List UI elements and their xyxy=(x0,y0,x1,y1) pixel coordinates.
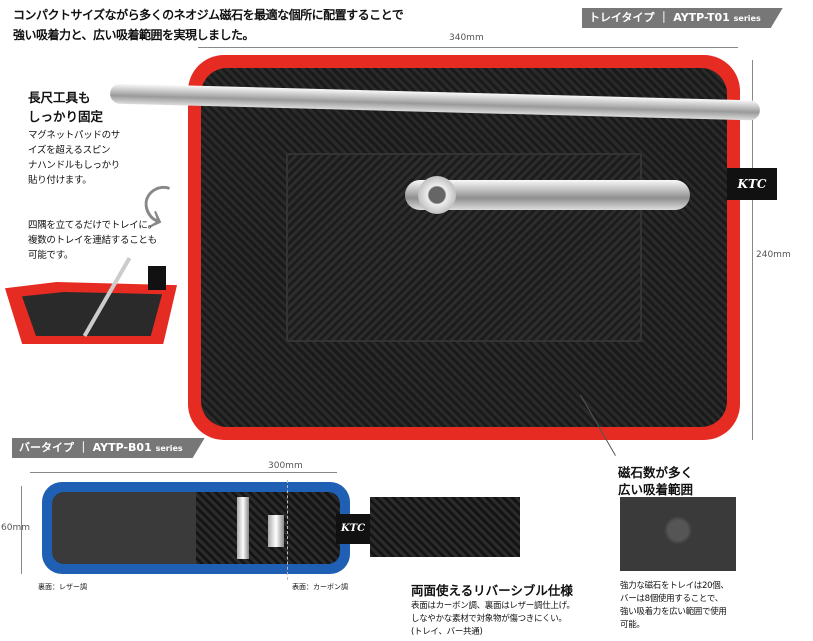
ktc-logo-tag: KTC xyxy=(727,168,777,200)
bar-width-label: 300mm xyxy=(268,461,303,471)
tray-product-image xyxy=(188,55,740,440)
bar-height-label: 60mm xyxy=(1,523,30,533)
socket-long-image xyxy=(237,497,249,559)
tray-mode-text: 四隅を立てるだけでトレイに。複数のトレイを連結することも可能です。 xyxy=(28,220,157,261)
tray-height-line xyxy=(752,60,753,440)
socket-short-image xyxy=(268,515,284,547)
long-tool-callout: 長尺工具も しっかり固定 マグネットパッドのサイズを超えるスピンナハンドルもしっ… xyxy=(28,90,121,186)
bar-product-image xyxy=(42,482,350,574)
bar-type-tag: バータイプ ｜ AYTP-B01 series xyxy=(12,438,205,458)
magnet-closeup-image xyxy=(620,497,736,571)
magnets-callout: 磁石数が多く 広い吸着範囲 xyxy=(618,465,694,497)
bar-width-line xyxy=(30,472,337,473)
bar-ktc-tag: KTC xyxy=(336,514,370,544)
tray-type-tag: トレイタイプ ｜ AYTP-T01 series xyxy=(582,8,783,28)
ratchet-head xyxy=(418,176,456,214)
tray-height-label: 240mm xyxy=(756,250,791,260)
bar-height-line xyxy=(21,486,22,574)
back-side-label: 裏面：レザー調 xyxy=(38,583,87,591)
tray-width-label: 340mm xyxy=(449,33,484,43)
reversible-callout: 両面使えるリバーシブル仕様 表面はカーボン調、裏面はレザー調仕上げ。しなやかな素… xyxy=(411,583,575,637)
lead-text: コンパクトサイズながら多くのネオジム磁石を最適な個所に配置することで 強い吸着力… xyxy=(13,8,404,42)
magnets-text: 強力な磁石をトレイは20個、バーは8個使用することで、強い吸着力を広い範囲で使用… xyxy=(620,581,729,630)
front-side-label: 表面：カーボン調 xyxy=(292,583,348,591)
tray-width-line xyxy=(198,47,738,48)
